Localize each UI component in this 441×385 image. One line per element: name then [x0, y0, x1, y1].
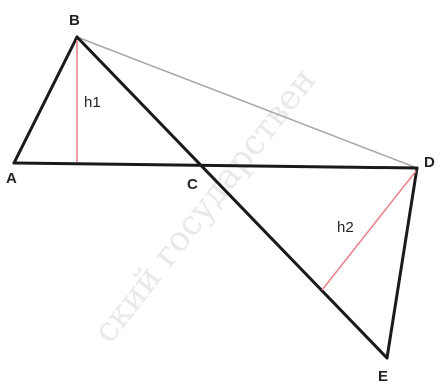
point-label-c: C [187, 176, 198, 193]
segment-ab [12, 35, 79, 165]
segment-ad [12, 161, 419, 170]
height-h2 [321, 170, 417, 291]
point-label-a: A [6, 170, 17, 187]
point-label-d: D [424, 154, 435, 171]
height-label-h2: h2 [337, 219, 354, 236]
point-label-b: B [69, 12, 80, 29]
point-label-e: E [378, 368, 388, 385]
height-label-h1: h1 [84, 94, 101, 111]
segment-bd [76, 36, 418, 169]
watermark-text: ский государствен [86, 61, 325, 351]
segment-be [75, 35, 389, 360]
segment-de [385, 166, 419, 360]
